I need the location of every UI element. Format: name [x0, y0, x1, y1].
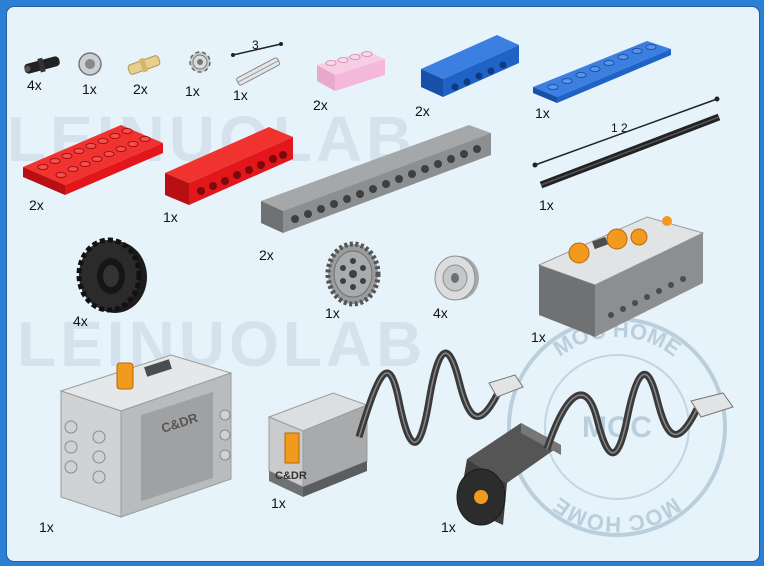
light-sensor-icon: C&DR — [267, 392, 369, 497]
pink-brick-icon — [317, 51, 385, 91]
gear-8-tooth-icon — [189, 51, 211, 73]
qty-gray-technic-brick: 2x — [259, 247, 274, 263]
parts-list-sheet: LEINUOLAB LEINUOLAB MOC HOME MOC HOME MO… — [6, 6, 760, 562]
qty-bush: 1x — [82, 81, 97, 97]
battery-box-icon: C&DR — [59, 354, 233, 518]
brand-watermark-2: LEINUOLAB — [17, 308, 427, 380]
qty-battery-box: 1x — [39, 519, 54, 535]
sensor-logo: C&DR — [275, 470, 307, 482]
qty-blue-technic-brick: 2x — [415, 103, 430, 119]
qty-gear-8: 1x — [185, 83, 200, 99]
qty-axle-12: 1x — [539, 197, 554, 213]
qty-ir-receiver: 1x — [531, 329, 546, 345]
qty-pink-brick: 2x — [313, 97, 328, 113]
qty-wheel-hub: 4x — [433, 305, 448, 321]
qty-blue-plate: 1x — [535, 105, 550, 121]
qty-tire: 4x — [73, 313, 88, 329]
qty-red-technic-brick: 1x — [163, 209, 178, 225]
qty-connector-pin: 4x — [27, 77, 42, 93]
qty-axle-pin: 2x — [133, 81, 148, 97]
qty-red-plate: 2x — [29, 197, 44, 213]
blue-plate-icon — [533, 41, 671, 103]
qty-gear-24: 1x — [325, 305, 340, 321]
qty-motor: 1x — [441, 519, 456, 535]
axle-12-length: 1 2 — [611, 121, 628, 135]
axle-12-icon — [532, 96, 721, 189]
motor-cable-icon — [543, 371, 734, 457]
gray-technic-brick-icon — [261, 125, 491, 233]
bush-icon — [78, 52, 102, 76]
connector-pin-black-icon — [24, 56, 60, 74]
wheel-hub-icon — [434, 255, 479, 301]
qty-light-sensor: 1x — [271, 495, 286, 511]
red-plate-2x8-icon — [23, 125, 163, 195]
axle-3-length: 3 — [252, 38, 259, 52]
blue-technic-brick-icon — [421, 35, 519, 97]
red-technic-brick-icon — [165, 127, 293, 205]
axle-3-icon — [231, 42, 283, 86]
tire-icon — [76, 237, 147, 313]
gear-24-icon — [325, 241, 381, 307]
sensor-cable-icon — [355, 349, 524, 446]
axle-pin-tan-icon — [127, 55, 161, 75]
ir-receiver-icon — [537, 216, 705, 337]
qty-axle-3: 1x — [233, 87, 248, 103]
